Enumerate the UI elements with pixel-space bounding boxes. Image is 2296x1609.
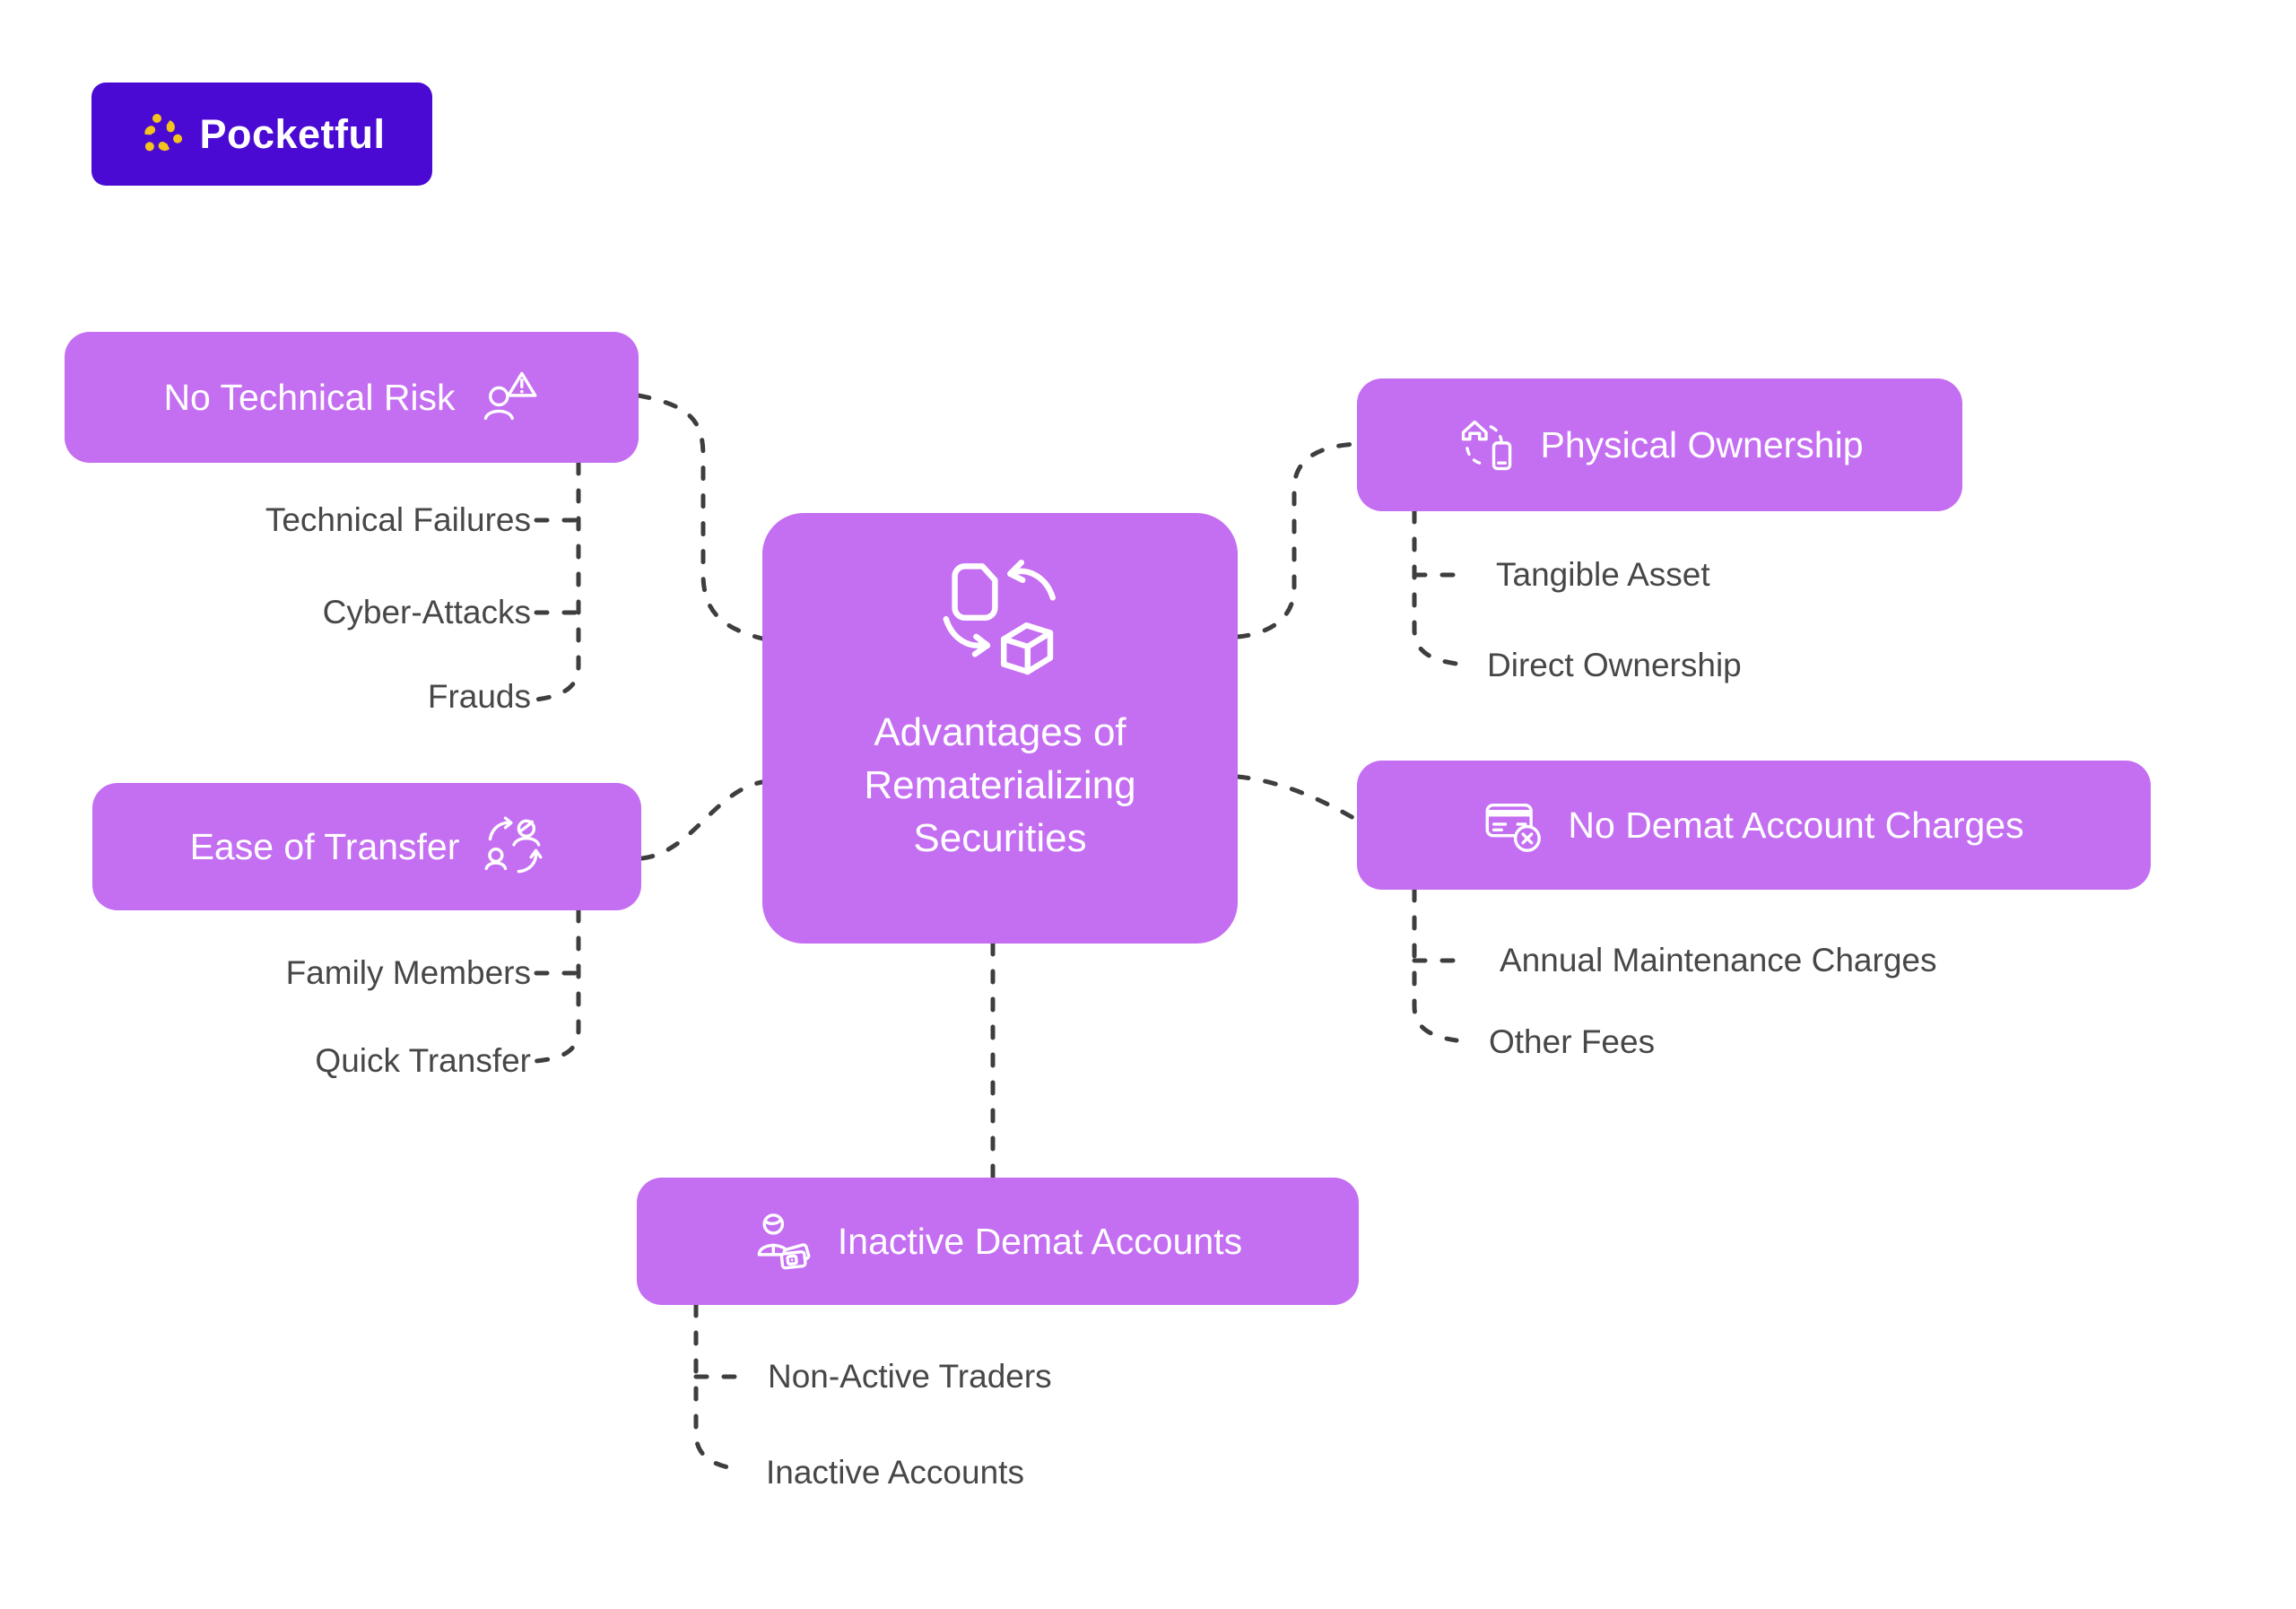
child-label-frauds: Frauds — [427, 678, 531, 715]
child-label-inactive-accounts: Inactive Accounts — [766, 1454, 1024, 1491]
child-label-annual-maintenance-charges: Annual Maintenance Charges — [1500, 942, 1937, 978]
branch-label: Inactive Demat Accounts — [837, 1220, 1243, 1262]
person-cards-icon — [757, 1213, 811, 1270]
child-label-non-active-traders: Non-Active Traders — [768, 1358, 1052, 1395]
child-label-other-fees: Other Fees — [1489, 1023, 1656, 1060]
person-warning-icon — [483, 371, 536, 421]
connector-center-to-physical-ownership — [1235, 441, 1360, 639]
branch-node-inactive-demat-accounts: Inactive Demat Accounts — [637, 1178, 1359, 1305]
connector-center-to-no-demat — [1235, 774, 1362, 824]
child-label-direct-ownership: Direct Ownership — [1487, 647, 1742, 683]
child-label-tangible-asset: Tangible Asset — [1496, 556, 1710, 593]
central-node: Advantages of Rematerializing Securities — [762, 513, 1238, 944]
child-label-technical-failures: Technical Failures — [265, 501, 531, 538]
document-to-cube-conversion-icon — [943, 559, 1057, 675]
home-device-sync-icon — [1462, 420, 1512, 471]
connector-no-technical-risk-to-center — [636, 393, 765, 641]
trunk-physical-ownership — [1412, 509, 1459, 666]
branch-label: No Demat Account Charges — [1568, 804, 2024, 846]
trunk-no-demat — [1412, 887, 1459, 1043]
card-cancel-icon — [1485, 803, 1542, 852]
branch-label: Physical Ownership — [1540, 423, 1864, 465]
trunk-no-technical-risk — [534, 460, 581, 702]
child-label-family-members: Family Members — [285, 954, 531, 991]
branch-label: Ease of Transfer — [189, 825, 460, 867]
child-label-quick-transfer: Quick Transfer — [315, 1042, 531, 1079]
branch-node-no-technical-risk: No Technical Risk — [65, 332, 639, 463]
trunk-ease-of-transfer — [534, 908, 581, 1064]
connector-ease-of-transfer-to-center — [639, 779, 765, 861]
people-swap-icon — [484, 816, 543, 874]
pocketful-mark-icon — [144, 113, 183, 151]
branch-node-no-demat-account-charges: No Demat Account Charges — [1357, 761, 2151, 890]
branch-label: No Technical Risk — [163, 376, 456, 418]
branch-node-ease-of-transfer: Ease of Transfer — [92, 783, 641, 910]
branch-node-physical-ownership: Physical Ownership — [1357, 378, 1962, 511]
child-label-cyber-attacks: Cyber-Attacks — [322, 594, 531, 631]
trunk-inactive-demat — [693, 1302, 741, 1472]
central-node-title: Advantages of Rematerializing Securities — [864, 710, 1136, 860]
brand-logo: Pocketful — [91, 83, 432, 186]
brand-name: Pocketful — [199, 110, 386, 157]
